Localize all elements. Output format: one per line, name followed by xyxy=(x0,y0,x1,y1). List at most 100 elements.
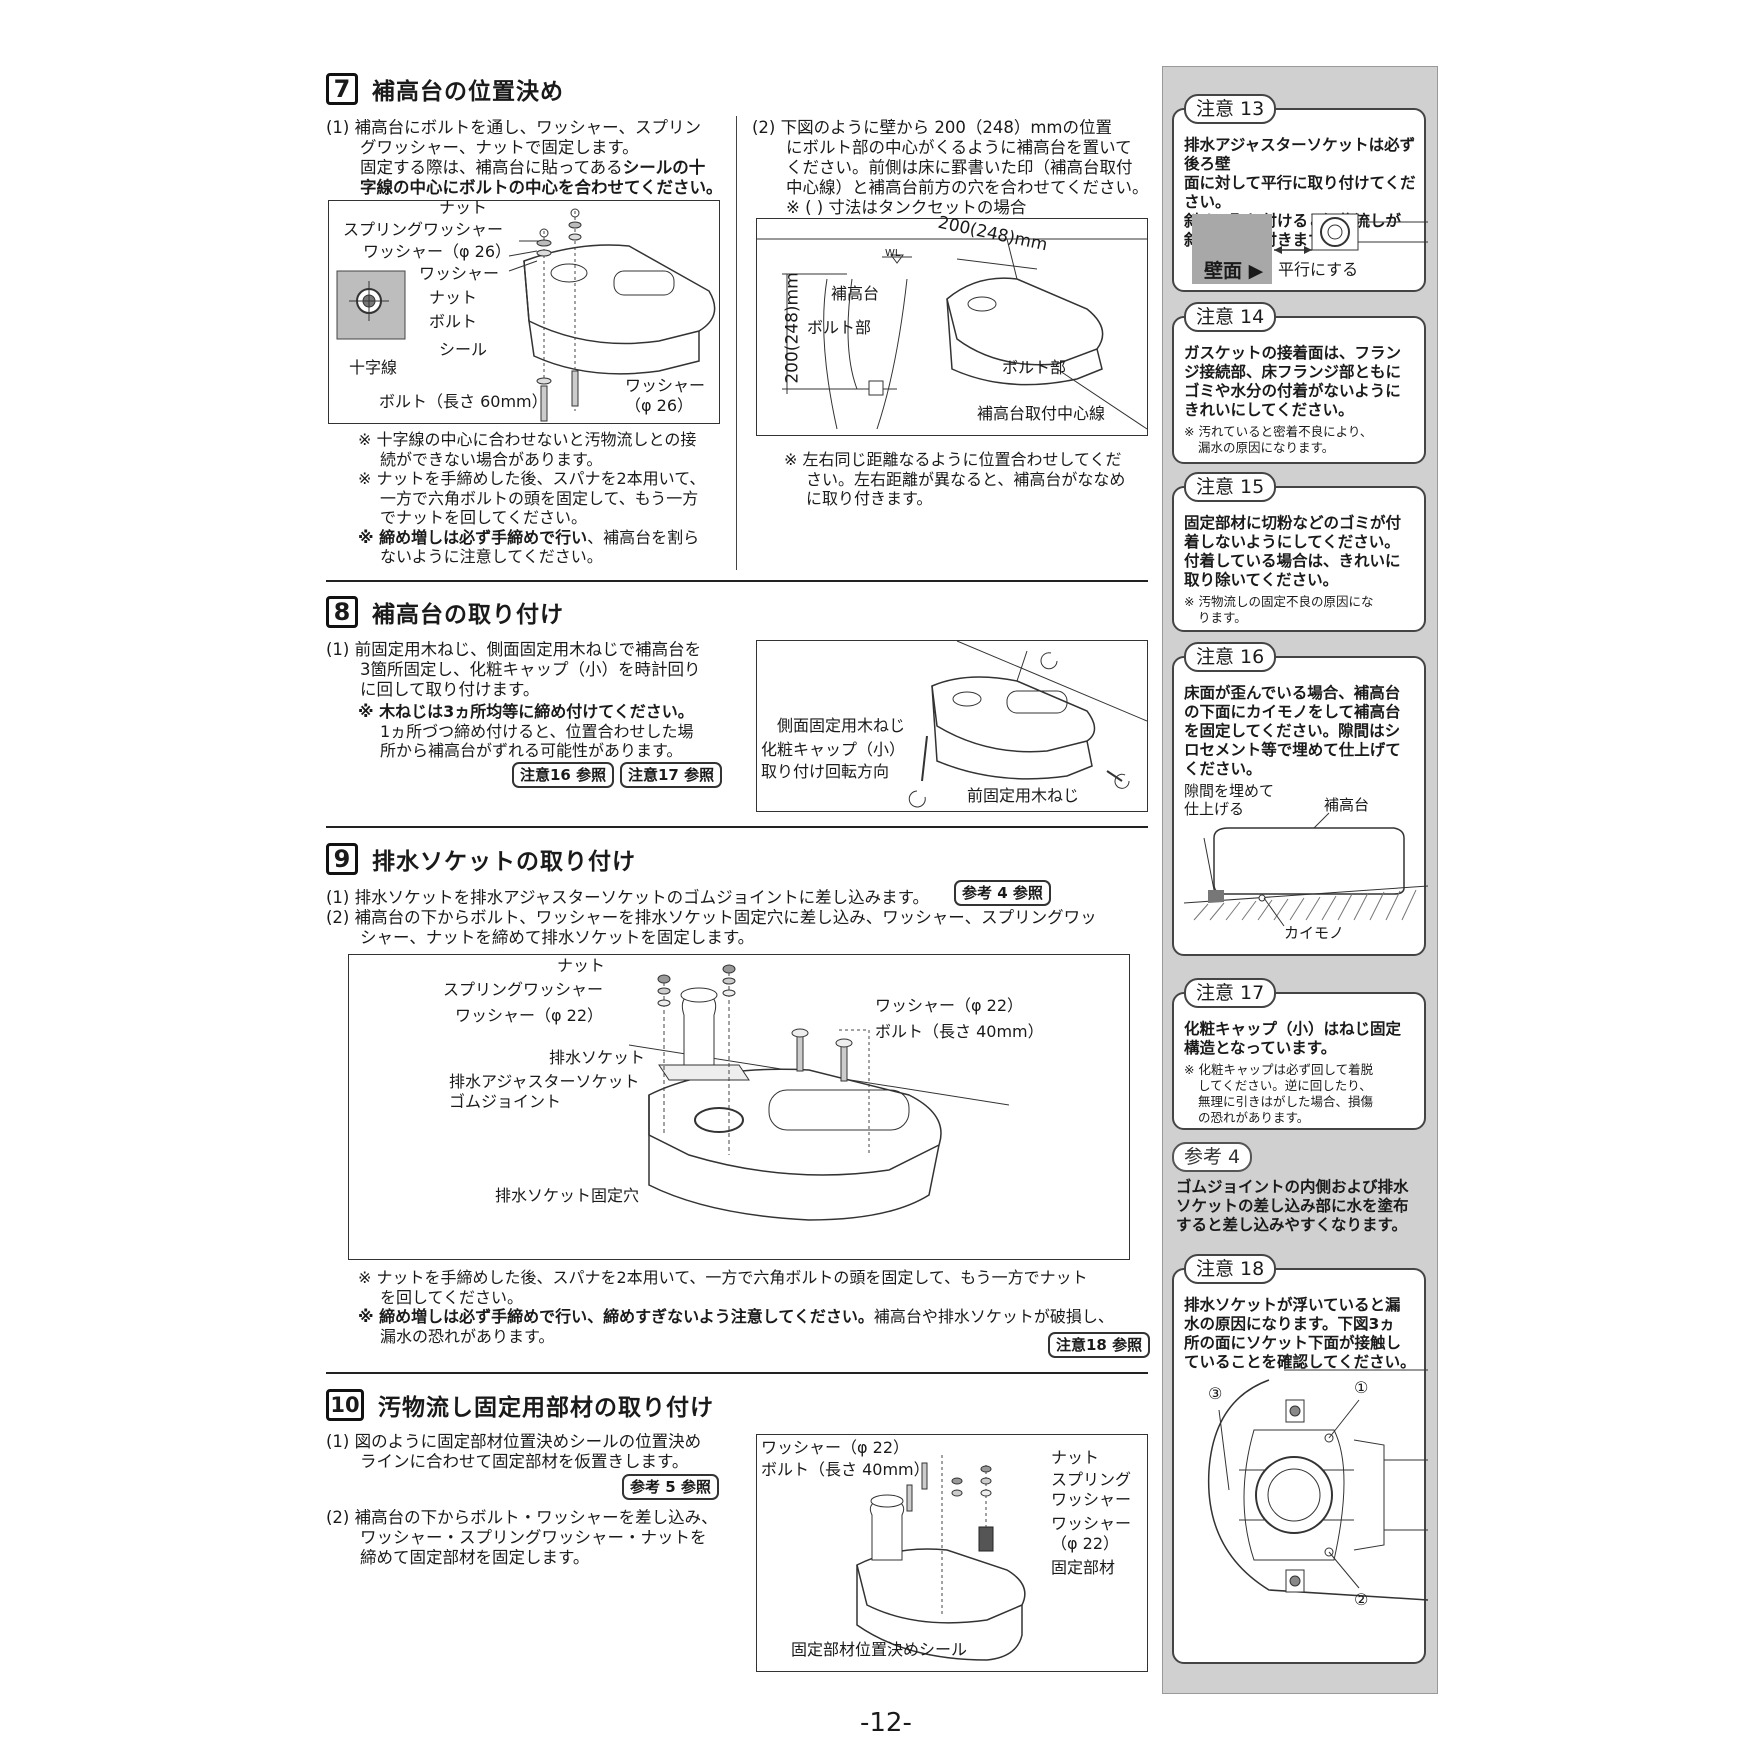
card-note: の恐れがあります。 xyxy=(1198,1110,1310,1125)
label-spring: スプリング xyxy=(1051,1470,1132,1489)
label-bolt-part: ボルト部 xyxy=(807,318,872,337)
reference-4-body: ゴムジョイントの内側および排水 ソケットの差し込み部に水を塗布 すると差し込みや… xyxy=(1176,1178,1426,1235)
s10-para-2: (2) 補高台の下からボルト・ワッシャーを差し込み、 ワッシャー・スプリングワッ… xyxy=(326,1508,718,1568)
label-washer-22-right: ワッシャー（φ 22） xyxy=(875,996,1024,1015)
card-line: 取り除いてください。 xyxy=(1184,571,1339,589)
card-line: ゴムジョイントの内側および排水 xyxy=(1176,1178,1409,1196)
text-line: 3箇所固定し、化粧キャップ（小）を時計回り xyxy=(360,660,701,679)
card-line: すると差し込みやすくなります。 xyxy=(1176,1216,1407,1234)
note-line: 所から補高台がずれる可能性があります。 xyxy=(380,741,683,760)
label-dim-vertical: 200(248)mm xyxy=(782,272,803,384)
card-line: ソケットの差し込み部に水を塗布 xyxy=(1176,1197,1409,1215)
divider xyxy=(326,826,1148,828)
card-line: 所の面にソケット下面が接触し xyxy=(1184,1334,1402,1352)
note-line: ※ 左右同じ距離なるように位置合わせしてくだ xyxy=(784,450,1122,469)
card-line: 排水ソケットが浮いていると漏 xyxy=(1184,1296,1401,1314)
reference-note-4[interactable]: 参考 4 参照 xyxy=(954,880,1051,906)
note-line: 、補高台を割ら xyxy=(587,527,700,547)
reference-caution-16[interactable]: 注意16 参照 xyxy=(512,762,615,788)
note-bold: ※ 木ねじは3ヵ所均等に締め付けてください。 xyxy=(358,702,694,721)
card-note: 無理に引きはがした場合、損傷 xyxy=(1198,1094,1374,1109)
card-line: の下面にカイモノをして補高台 xyxy=(1184,703,1401,721)
s7-notes-right: ※ 左右同じ距離なるように位置合わせしてくだ さい。左右距離が異なると、補高台が… xyxy=(784,450,1125,509)
card-note: ※ 汚物流しの固定不良の原因にな xyxy=(1184,594,1374,609)
section-7-heading: 7 補高台の位置決め xyxy=(326,72,564,106)
label-front-screw: 前固定用木ねじ xyxy=(967,786,1080,805)
label-nut: ナット xyxy=(1051,1448,1100,1467)
text-line: (1) 補高台にボルトを通し、ワッシャー、スプリン xyxy=(326,118,701,137)
note-line: に取り付きます。 xyxy=(806,489,933,508)
step-number: 7 xyxy=(326,73,358,105)
base-install-drawing xyxy=(908,641,1147,808)
gap-label-line: 仕上げる xyxy=(1184,800,1245,818)
card-line: ガスケットの接着面は、フラン xyxy=(1184,344,1402,362)
section-title: 補高台の位置決め xyxy=(372,79,564,105)
section-9-heading: 9 排水ソケットの取り付け xyxy=(326,842,636,876)
note-line: を回してください。 xyxy=(380,1287,524,1307)
drain-socket-drawing xyxy=(628,964,1010,1221)
card-note: してください。逆に回したり、 xyxy=(1198,1078,1372,1093)
text-line: ※ ( ) 寸法はタンクセットの場合 xyxy=(786,198,1027,217)
card-line: 付着している場合は、きれいに xyxy=(1184,552,1401,570)
marker-2: ② xyxy=(1354,1590,1369,1609)
s9-notes: ※ ナットを手締めした後、スパナを2本用いて、一方で六角ボルトの頭を固定して、も… xyxy=(358,1268,1114,1346)
caution-tag: 注意 16 xyxy=(1184,642,1277,672)
step-number: 8 xyxy=(326,596,358,628)
step-number: 10 xyxy=(326,1389,364,1421)
base-diagram-drawing xyxy=(336,208,716,422)
figure-fixing-member: ワッシャー（φ 22） ボルト（長さ 40mm） ナット スプリング ワッシャー… xyxy=(756,1434,1148,1672)
card-line: 化粧キャップ（小）はねじ固定 xyxy=(1184,1020,1402,1038)
card-note: ります。 xyxy=(1198,610,1247,625)
parallel-label: 平行にする xyxy=(1278,260,1359,279)
divider xyxy=(326,580,1148,582)
label-nut-2: ナット xyxy=(429,288,478,307)
card-line: ロセメント等で埋めて仕上げて xyxy=(1184,741,1401,759)
label-washer: ワッシャー xyxy=(419,264,500,283)
caution-tag: 注意 17 xyxy=(1184,978,1277,1008)
card-line: 床面が歪んでいる場合、補高台 xyxy=(1184,684,1401,702)
note-line: 続ができない場合があります。 xyxy=(380,449,603,469)
note-line: ※ 十字線の中心に合わせないと汚物流しとの接 xyxy=(358,430,697,449)
caution-card-13: 注意 13 排水アジャスターソケットは必ず後ろ壁 面に対して平行に取り付けてくだ… xyxy=(1172,94,1428,292)
caution-card-17: 注意 17 化粧キャップ（小）はねじ固定 構造となっています。 ※ 化粧キャップ… xyxy=(1172,978,1426,1130)
note-line: でナットを回してください。 xyxy=(380,508,588,527)
column-divider xyxy=(736,116,737,570)
text-line: (2) 下図のように壁から 200（248）mmの位置 xyxy=(752,118,1112,137)
text-bold: シールの十 xyxy=(622,158,706,177)
label-spring-washer: スプリングワッシャー xyxy=(443,980,604,999)
text-line: グワッシャー、ナットで固定します。 xyxy=(360,138,639,157)
s7-notes-left: ※ 十字線の中心に合わせないと汚物流しとの接 続ができない場合があります。 ※ … xyxy=(358,430,705,567)
card-line: を固定してください。隙間はシ xyxy=(1184,722,1401,740)
label-bolt-60mm: ボルト（長さ 60mm） xyxy=(379,392,548,411)
label-washer-22: ワッシャー（φ 22） xyxy=(455,1006,604,1025)
note-line: 漏水の恐れがあります。 xyxy=(380,1326,555,1346)
note-line: ないように注意してください。 xyxy=(380,547,603,566)
reference-caution-18[interactable]: 注意18 参照 xyxy=(1048,1332,1151,1358)
caution-card-15: 注意 15 固定部材に切粉などのゴミが付 着しないようにしてください。 付着して… xyxy=(1172,472,1426,632)
label-positioning-seal: 固定部材位置決めシール xyxy=(791,1640,968,1659)
label-washer-22: ワッシャー（φ 22） xyxy=(761,1438,910,1457)
figure-base-bolt-assembly: ナット スプリングワッシャー ワッシャー（φ 26） ワッシャー ナット ボルト… xyxy=(328,199,720,424)
label-fixing-member: 固定部材 xyxy=(1051,1558,1116,1577)
reference-caution-17[interactable]: 注意17 参照 xyxy=(620,762,723,788)
label-phi-26: （φ 26） xyxy=(625,396,694,415)
s8-notes: ※ 木ねじは3ヵ所均等に締め付けてください。 1ヵ所づつ締め付けると、位置合わせ… xyxy=(358,702,694,761)
shim-label: カイモノ xyxy=(1284,924,1345,942)
s7-para-1: (1) 補高台にボルトを通し、ワッシャー、スプリン グワッシャー、ナットで固定し… xyxy=(326,118,723,198)
card-line: 構造となっています。 xyxy=(1184,1039,1337,1057)
caution-tag: 注意 15 xyxy=(1184,472,1277,502)
card-line: 水の原因になります。下図3ヵ xyxy=(1184,1315,1395,1333)
label-washer-26: ワッシャー（φ 26） xyxy=(363,242,512,261)
base-label: 補高台 xyxy=(1324,796,1370,814)
contact-points-diagram xyxy=(1207,1369,1428,1601)
note-line: 1ヵ所づつ締め付けると、位置合わせした場 xyxy=(380,721,694,741)
text-line: ください。前側は床に罫書いた印（補高台取付 xyxy=(786,158,1133,177)
card-line: ゴミや水分の付着がないように xyxy=(1184,382,1401,400)
s10-para-1: (1) 図のように固定部材位置決めシールの位置決め ラインに合わせて固定部材を仮… xyxy=(326,1432,701,1472)
reference-note-5[interactable]: 参考 5 参照 xyxy=(622,1474,719,1500)
label-washer-bottom: ワッシャー xyxy=(625,376,706,395)
label-adjuster-socket: 排水アジャスターソケット xyxy=(449,1072,640,1091)
card-line: ください。 xyxy=(1184,760,1262,778)
figure-wall-distance: 200(248)mm 200(248)mm WL 補高台 ボルト部 ボルト部 補… xyxy=(756,213,1148,436)
text-line: (1) 排水ソケットを排水アジャスターソケットのゴムジョイントに差し込みます。 xyxy=(326,888,929,907)
